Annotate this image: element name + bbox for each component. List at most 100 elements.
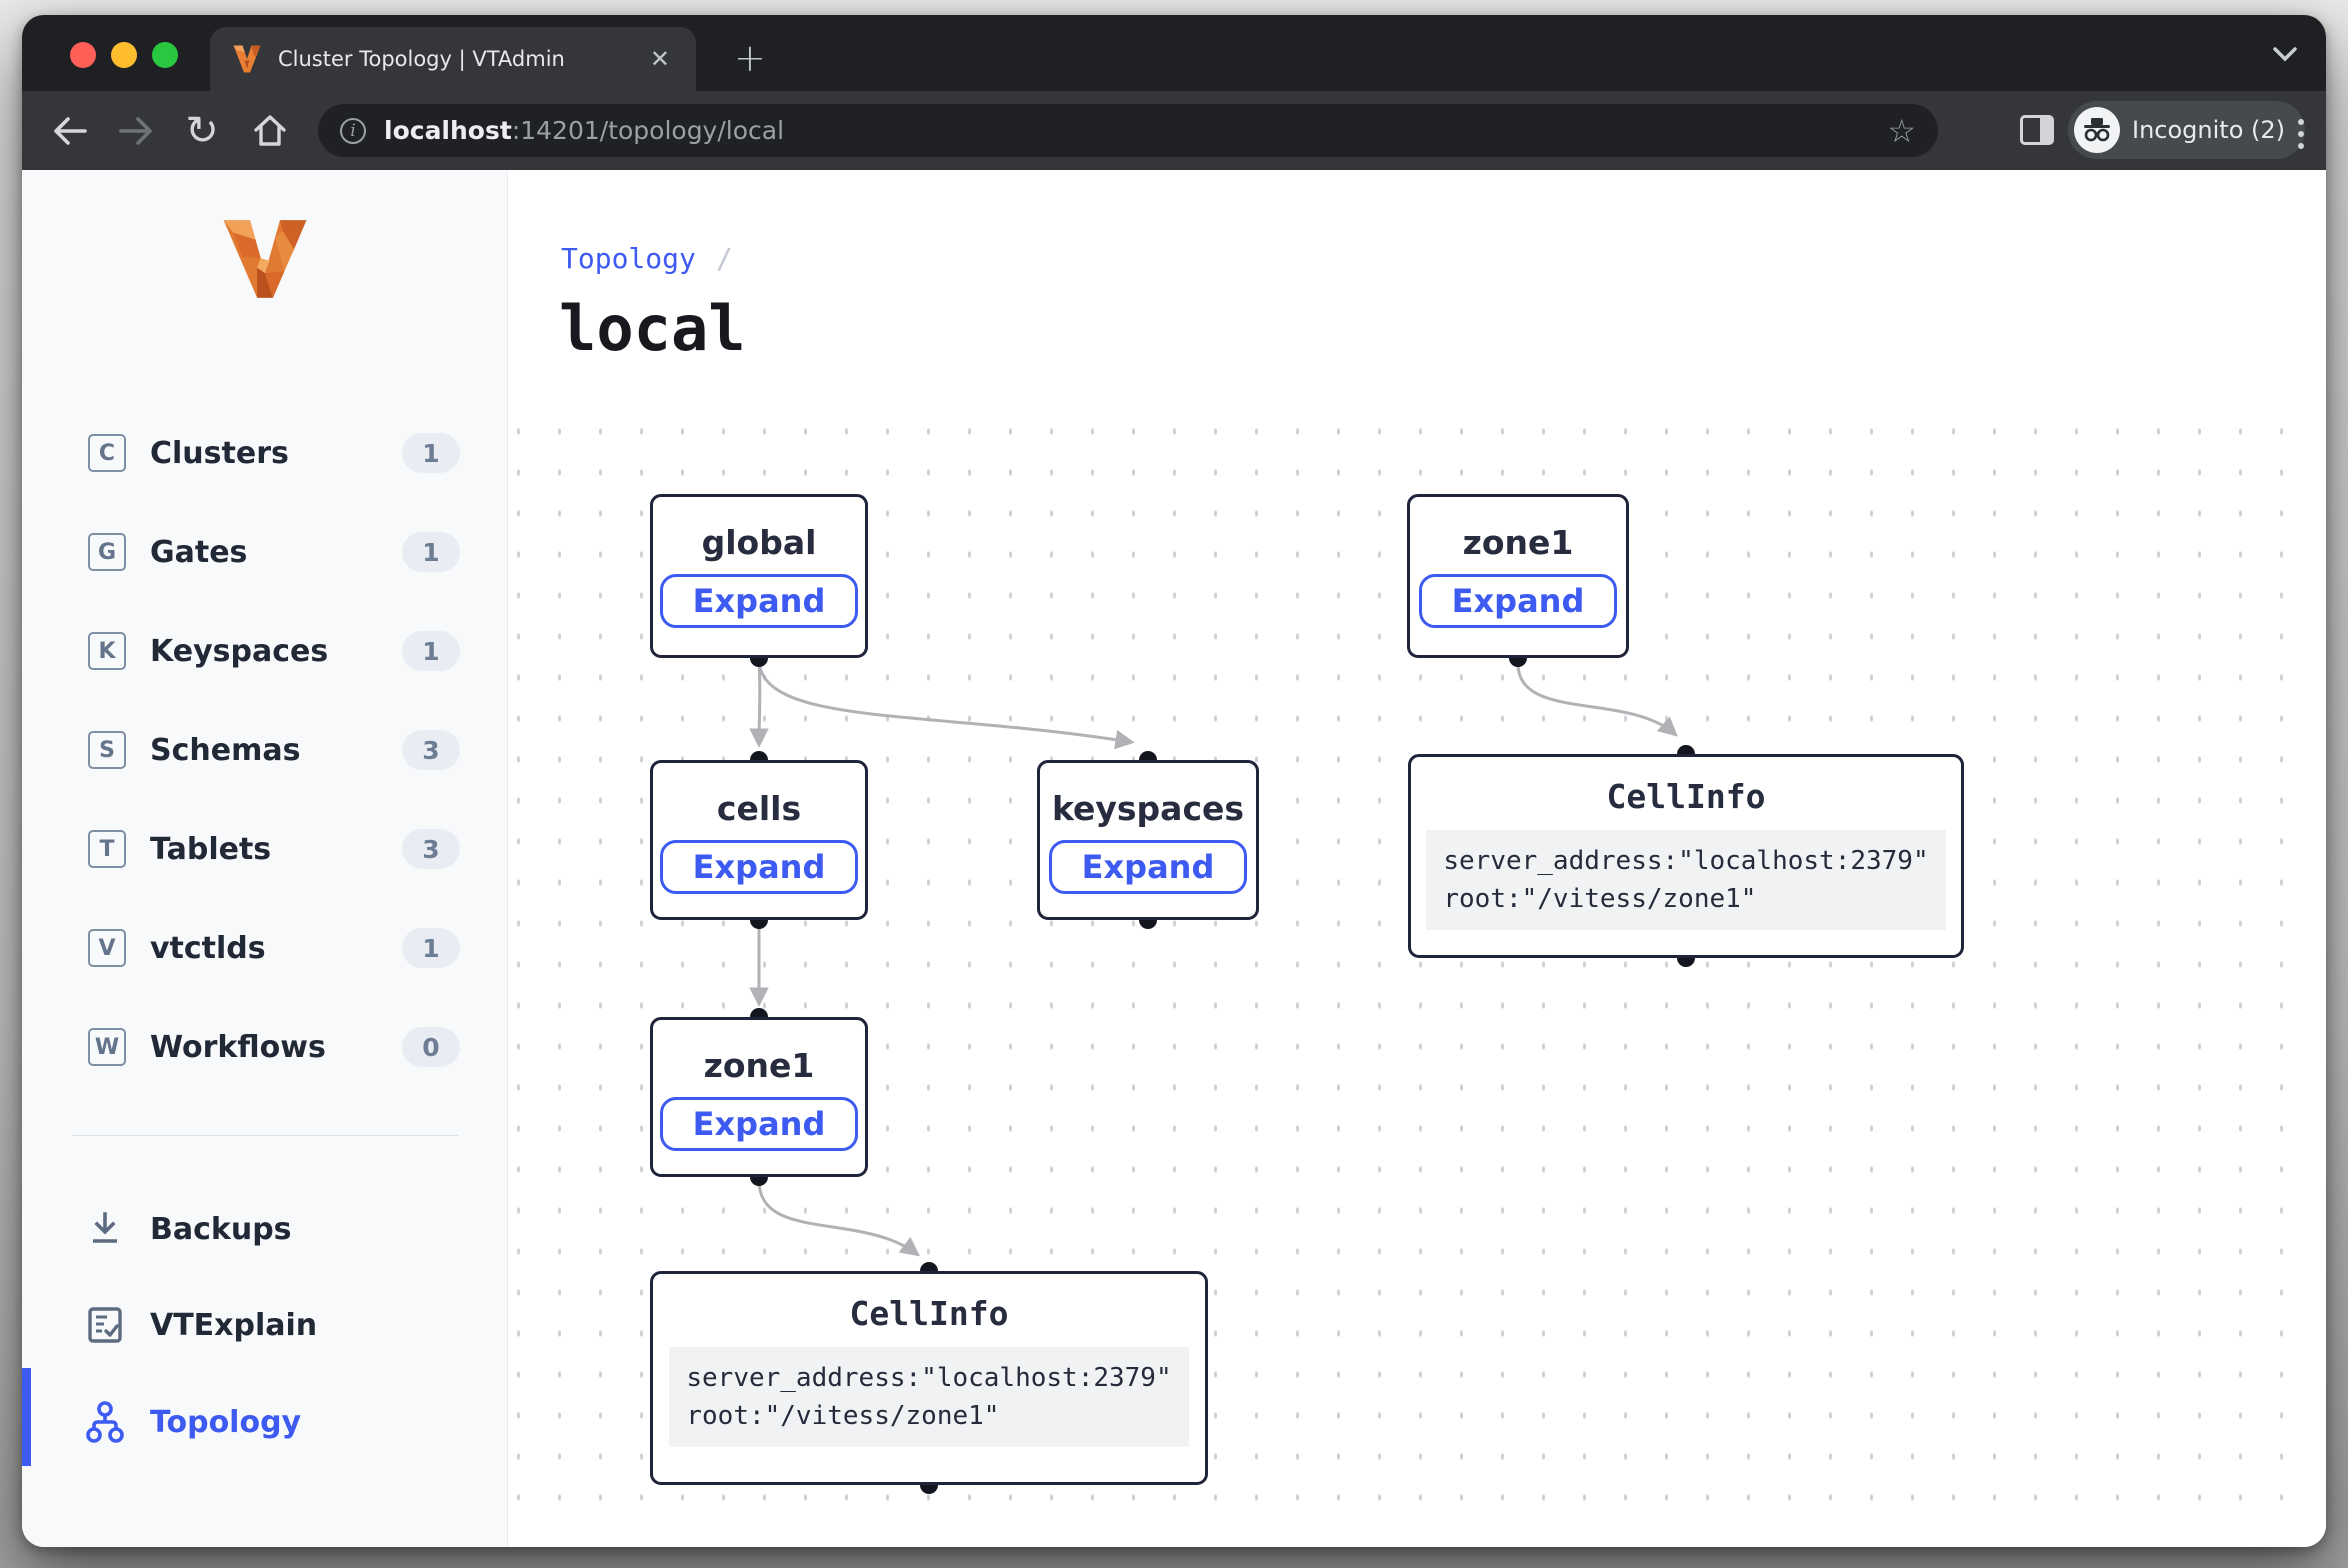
cellinfo-code: server_address:"localhost:2379" root:"/v…	[1426, 830, 1946, 930]
cellinfo-line: root:"/vitess/zone1"	[686, 1401, 1000, 1431]
keyspaces-letter-icon: K	[88, 632, 126, 670]
download-icon	[84, 1211, 126, 1247]
count-badge: 3	[402, 829, 460, 869]
sidebar-item-label: vtctlds	[150, 930, 266, 966]
url-bar[interactable]: i localhost:14201/topology/local ☆	[318, 104, 1938, 157]
count-badge: 1	[402, 433, 460, 473]
sidebar-divider	[72, 1135, 458, 1136]
sidebar-item-schemas[interactable]: S Schemas 3	[22, 719, 507, 781]
vitess-favicon	[233, 45, 261, 73]
incognito-label: Incognito (2)	[2132, 116, 2285, 144]
sidebar-item-tablets[interactable]: T Tablets 3	[22, 818, 507, 880]
sidebar-item-keyspaces[interactable]: K Keyspaces 1	[22, 620, 507, 682]
sidebar-item-label: Topology	[150, 1404, 302, 1440]
node-title: keyspaces	[1051, 789, 1245, 828]
reload-icon[interactable]: ↻	[185, 108, 219, 154]
cellinfo-line: server_address:"localhost:2379"	[1443, 846, 1929, 876]
sidebar-item-gates[interactable]: G Gates 1	[22, 521, 507, 583]
url-host: localhost	[384, 116, 512, 145]
node-title: global	[701, 523, 817, 562]
count-badge: 3	[402, 730, 460, 770]
forward-icon[interactable]	[116, 111, 156, 151]
site-info-icon[interactable]: i	[340, 117, 366, 144]
topology-pane: Topology / local	[509, 170, 2326, 1547]
browser-tab[interactable]: Cluster Topology | VTAdmin ✕	[210, 27, 696, 91]
sidebar-item-backups[interactable]: Backups	[22, 1197, 507, 1261]
vtadmin-app: C Clusters 1 G Gates 1 K Keyspaces 1 S S…	[22, 170, 2326, 1547]
tab-strip: Cluster Topology | VTAdmin ✕ +	[22, 15, 2326, 91]
node-zone1: zone1 Expand	[650, 1017, 868, 1177]
page-title: local	[559, 292, 746, 365]
sidebar-item-label: Tablets	[150, 831, 272, 867]
workflows-letter-icon: W	[88, 1028, 126, 1066]
sidebar-item-label: Workflows	[150, 1029, 326, 1065]
node-title: zone1	[1462, 523, 1574, 562]
maximize-window-button[interactable]	[152, 42, 178, 68]
node-title: cells	[716, 789, 802, 828]
side-panel-icon[interactable]	[2020, 115, 2054, 145]
sidebar-item-clusters[interactable]: C Clusters 1	[22, 422, 507, 484]
sidebar: C Clusters 1 G Gates 1 K Keyspaces 1 S S…	[22, 170, 508, 1547]
breadcrumb-topology-link[interactable]: Topology	[561, 242, 696, 275]
sidebar-item-topology[interactable]: Topology	[22, 1390, 507, 1454]
node-cellinfo-zone1: CellInfo server_address:"localhost:2379"…	[1408, 754, 1964, 958]
sidebar-item-vtexplain[interactable]: VTExplain	[22, 1293, 507, 1357]
expand-button[interactable]: Expand	[659, 840, 859, 894]
count-badge: 1	[402, 928, 460, 968]
minimize-window-button[interactable]	[111, 42, 137, 68]
clusters-letter-icon: C	[88, 434, 126, 472]
browser-window: Cluster Topology | VTAdmin ✕ + ↻ i local…	[22, 15, 2326, 1547]
topology-nodes-icon	[84, 1401, 126, 1443]
node-zone1-top: zone1 Expand	[1407, 494, 1629, 658]
sidebar-item-vtctlds[interactable]: V vtctlds 1	[22, 917, 507, 979]
tab-search-chevron-icon[interactable]	[2272, 45, 2298, 63]
cellinfo-code: server_address:"localhost:2379" root:"/v…	[669, 1347, 1189, 1447]
incognito-icon	[2074, 107, 2120, 153]
close-window-button[interactable]	[70, 42, 96, 68]
url-path: :14201/topology/local	[511, 116, 785, 145]
node-title: CellInfo	[1606, 777, 1766, 816]
browser-toolbar: ↻ i localhost:14201/topology/local ☆ Inc…	[22, 91, 2326, 170]
vitess-logo	[223, 220, 307, 298]
count-badge: 0	[402, 1027, 460, 1067]
cellinfo-line: server_address:"localhost:2379"	[686, 1363, 1172, 1393]
cellinfo-line: root:"/vitess/zone1"	[1443, 884, 1757, 914]
expand-button[interactable]: Expand	[1418, 574, 1618, 628]
bookmark-star-icon[interactable]: ☆	[1887, 111, 1916, 150]
node-global: global Expand	[650, 494, 868, 658]
vtctlds-letter-icon: V	[88, 929, 126, 967]
tablets-letter-icon: T	[88, 830, 126, 868]
breadcrumb: Topology /	[561, 242, 733, 275]
sidebar-item-workflows[interactable]: W Workflows 0	[22, 1016, 507, 1078]
breadcrumb-separator: /	[715, 242, 733, 275]
sidebar-item-label: Backups	[150, 1211, 292, 1247]
sidebar-item-label: VTExplain	[150, 1307, 318, 1343]
schemas-letter-icon: S	[88, 731, 126, 769]
tab-close-icon[interactable]: ✕	[649, 45, 670, 73]
url-text[interactable]: localhost:14201/topology/local	[384, 116, 1887, 145]
node-keyspaces: keyspaces Expand	[1037, 760, 1259, 920]
sidebar-item-label: Keyspaces	[150, 633, 329, 669]
home-icon[interactable]	[250, 111, 290, 151]
expand-button[interactable]: Expand	[1048, 840, 1248, 894]
new-tab-button[interactable]: +	[734, 36, 766, 80]
expand-button[interactable]: Expand	[659, 1097, 859, 1151]
back-icon[interactable]	[50, 111, 90, 151]
sidebar-item-label: Gates	[150, 534, 248, 570]
browser-menu-icon[interactable]	[2292, 113, 2310, 155]
sidebar-item-label: Schemas	[150, 732, 301, 768]
active-item-indicator	[22, 1368, 31, 1466]
window-controls	[70, 42, 178, 68]
node-title: CellInfo	[849, 1294, 1009, 1333]
node-cellinfo-local: CellInfo server_address:"localhost:2379"…	[650, 1271, 1208, 1485]
gates-letter-icon: G	[88, 533, 126, 571]
tab-title: Cluster Topology | VTAdmin	[278, 47, 565, 71]
expand-button[interactable]: Expand	[659, 574, 859, 628]
count-badge: 1	[402, 631, 460, 671]
incognito-badge[interactable]: Incognito (2)	[2068, 101, 2305, 159]
node-title: zone1	[703, 1046, 815, 1085]
node-cells: cells Expand	[650, 760, 868, 920]
vtexplain-doc-icon	[84, 1306, 126, 1344]
sidebar-item-label: Clusters	[150, 435, 289, 471]
count-badge: 1	[402, 532, 460, 572]
